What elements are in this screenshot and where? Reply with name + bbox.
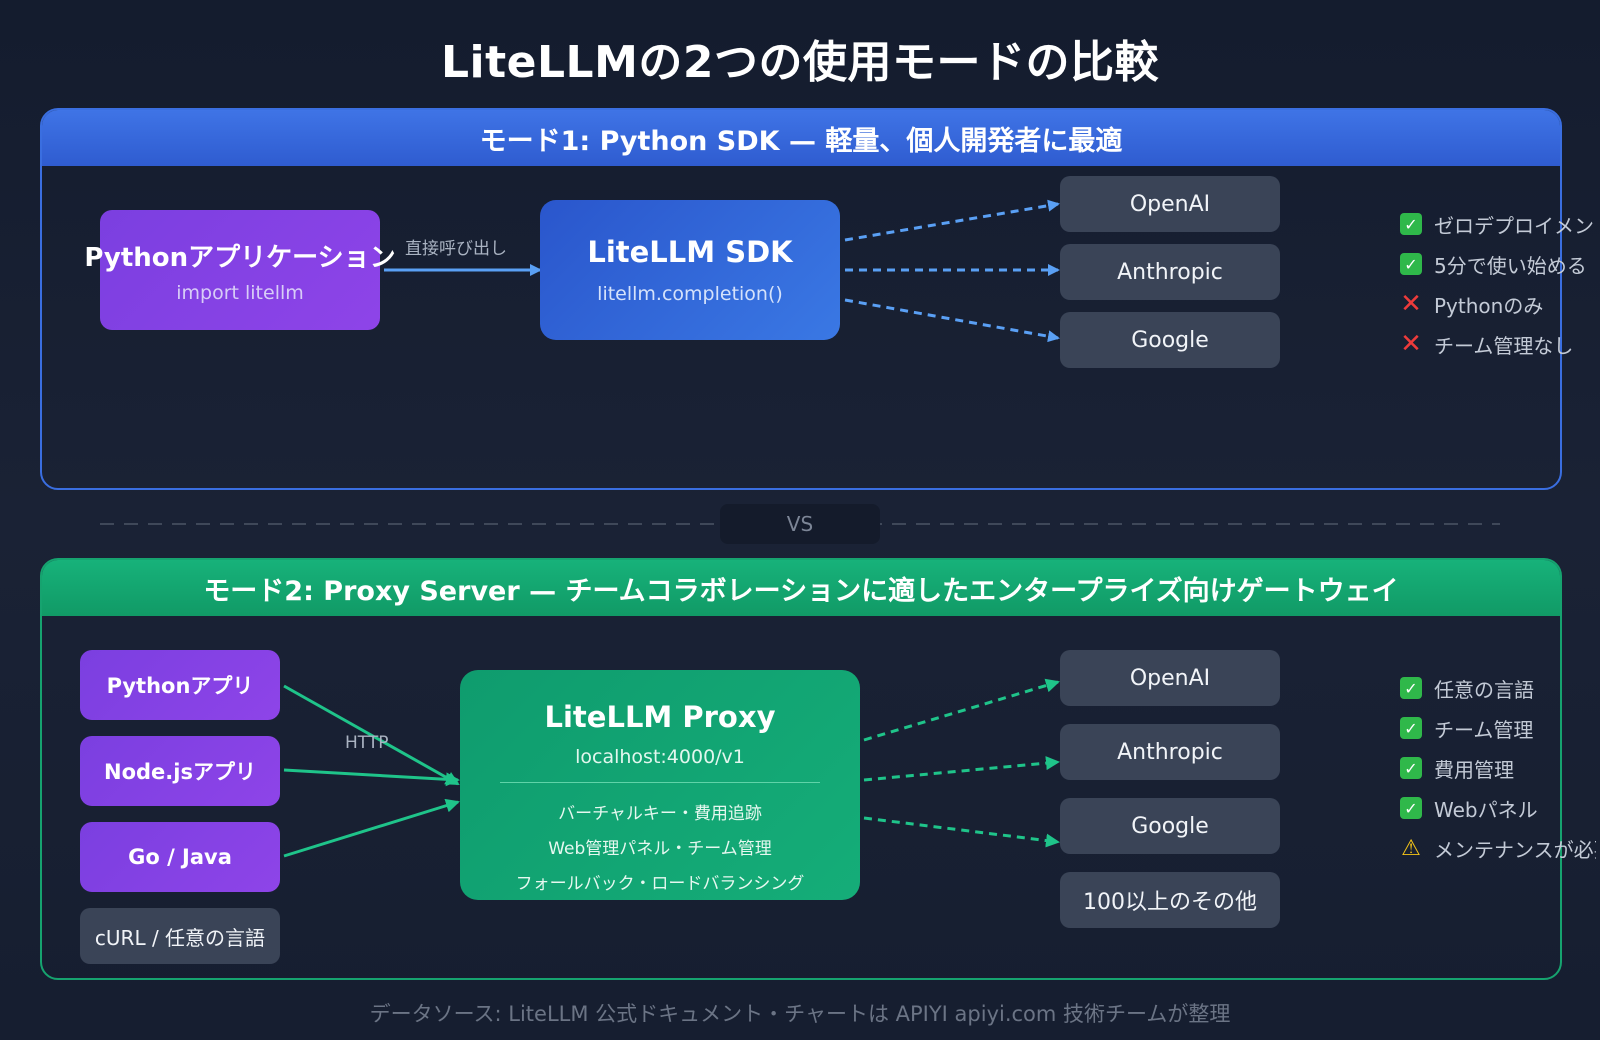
check-icon: ✓ — [1400, 213, 1422, 235]
arrow-python-to-proxy — [283, 684, 460, 786]
litellm-proxy-node: LiteLLM Proxy localhost:4000/v1 バーチャルキー・… — [460, 670, 860, 900]
provider-100-more: 100以上のその他 — [1060, 872, 1280, 928]
check-icon: ✓ — [1400, 717, 1422, 739]
feature-item: ⚠ メンテナンスが必要 — [1400, 828, 1596, 868]
feature-text: メンテナンスが必要 — [1434, 837, 1596, 862]
mode1-header: モード1: Python SDK — 軽量、個人開発者に最適 — [42, 110, 1560, 166]
arrow-proxy-to-google — [863, 816, 1060, 848]
cross-icon: ✕ — [1400, 289, 1422, 319]
feature-text: チーム管理なし — [1434, 333, 1574, 358]
arrow-proxy-to-openai — [863, 678, 1060, 742]
http-label: HTTP — [345, 733, 389, 753]
client-nodejs-app: Node.jsアプリ — [80, 736, 280, 806]
proxy-feature-line: バーチャルキー・費用追跡 — [558, 804, 762, 824]
feature-text: Webパネル — [1434, 797, 1538, 822]
check-icon: ✓ — [1400, 797, 1422, 819]
feature-text: チーム管理 — [1434, 717, 1534, 742]
feature-item: ✓ ゼロデプロイメント — [1400, 204, 1596, 244]
provider-openai-2: OpenAI — [1060, 650, 1280, 706]
python-app-subtitle: import litellm — [176, 281, 304, 304]
cross-icon: ✕ — [1400, 329, 1422, 359]
litellm-sdk-title: LiteLLM SDK — [587, 235, 793, 269]
client-curl-any-language: cURL / 任意の言語 — [80, 908, 280, 964]
provider-google-1: Google — [1060, 312, 1280, 368]
python-app-title: Pythonアプリケーション — [84, 242, 396, 273]
provider-openai-1: OpenAI — [1060, 176, 1280, 232]
feature-item: ✓ チーム管理 — [1400, 708, 1596, 748]
feature-text: 5分で使い始める — [1434, 253, 1587, 278]
feature-item: ✓ 5分で使い始める — [1400, 244, 1596, 284]
mode1-feature-list: ✓ ゼロデプロイメント ✓ 5分で使い始める ✕ Pythonのみ ✕ チーム管… — [1400, 204, 1596, 364]
provider-anthropic-2: Anthropic — [1060, 724, 1280, 780]
arrow-node-to-proxy — [283, 768, 460, 787]
proxy-divider — [500, 782, 820, 783]
arrow-proxy-to-anthropic — [863, 756, 1060, 782]
feature-item: ✓ Webパネル — [1400, 788, 1596, 828]
proxy-feature-line: フォールバック・ロードバランシング — [515, 874, 805, 894]
mode2-header: モード2: Proxy Server — チームコラボレーションに適したエンター… — [42, 560, 1560, 616]
check-icon: ✓ — [1400, 677, 1422, 699]
mode1-panel: モード1: Python SDK — 軽量、個人開発者に最適 — [40, 108, 1562, 490]
page-title: LiteLLMの2つの使用モードの比較 — [441, 37, 1159, 88]
feature-item: ✕ チーム管理なし — [1400, 324, 1596, 364]
mode2-feature-list: ✓ 任意の言語 ✓ チーム管理 ✓ 費用管理 ✓ Webパネル ⚠ メンテナンス… — [1400, 668, 1596, 868]
litellm-proxy-subtitle: localhost:4000/v1 — [575, 746, 745, 768]
check-icon: ✓ — [1400, 757, 1422, 779]
proxy-feature-line: Web管理パネル・チーム管理 — [548, 839, 772, 859]
feature-text: 費用管理 — [1434, 757, 1514, 782]
provider-anthropic-1: Anthropic — [1060, 244, 1280, 300]
feature-text: ゼロデプロイメント — [1434, 213, 1596, 238]
feature-text: Pythonのみ — [1434, 293, 1544, 318]
vs-badge: VS — [720, 504, 880, 544]
litellm-sdk-node: LiteLLM SDK litellm.completion() — [540, 200, 840, 340]
check-icon: ✓ — [1400, 253, 1422, 275]
python-app-node: Pythonアプリケーション import litellm — [84, 210, 396, 330]
provider-google-2: Google — [1060, 798, 1280, 854]
client-python-app: Pythonアプリ — [80, 650, 280, 720]
litellm-sdk-subtitle: litellm.completion() — [597, 283, 783, 305]
mode2-panel: モード2: Proxy Server — チームコラボレーションに適したエンター… — [40, 558, 1562, 980]
client-go-java: Go / Java — [80, 822, 280, 892]
litellm-proxy-title: LiteLLM Proxy — [544, 700, 776, 734]
feature-item: ✓ 費用管理 — [1400, 748, 1596, 788]
footer-source: データソース: LiteLLM 公式ドキュメント・チャートは APIYI api… — [369, 1002, 1231, 1026]
feature-item: ✕ Pythonのみ — [1400, 284, 1596, 324]
feature-item: ✓ 任意の言語 — [1400, 668, 1596, 708]
direct-call-label: 直接呼び出し — [405, 239, 507, 259]
arrow-go-to-proxy — [283, 798, 460, 858]
feature-text: 任意の言語 — [1434, 677, 1534, 702]
warning-icon: ⚠ — [1401, 835, 1421, 861]
